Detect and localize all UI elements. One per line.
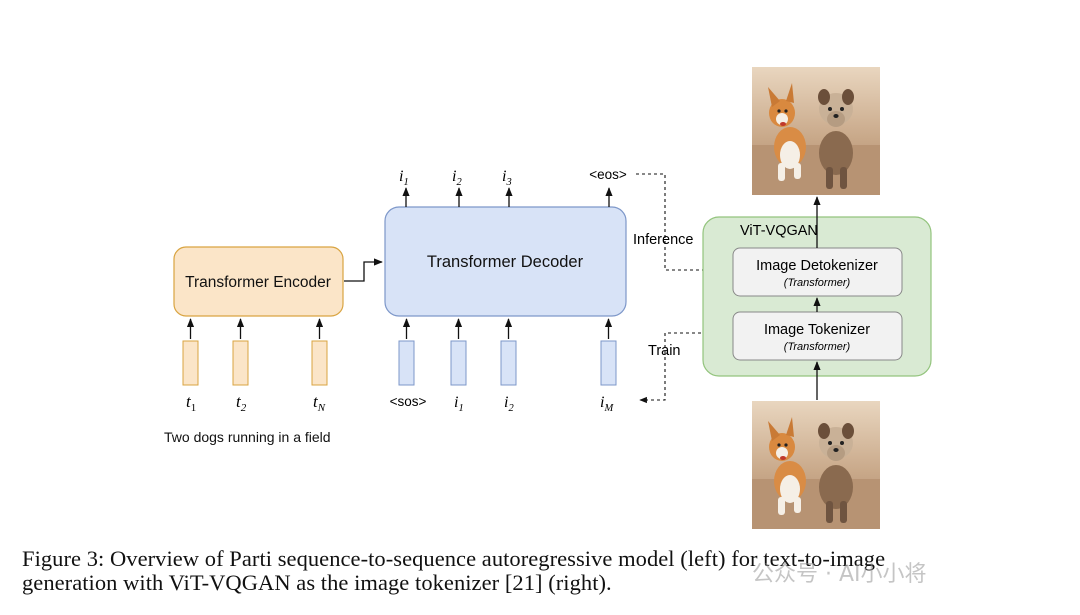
decoder-input-token — [500, 318, 517, 386]
inference-dashed-arrow — [636, 173, 729, 274]
watermark: 公众号 · AI小小将 — [752, 562, 927, 587]
output-label-i3: i3 — [502, 168, 512, 188]
encoder-input-token — [232, 318, 249, 386]
input-label-iM: iM — [600, 394, 614, 414]
input-label-i2: i2 — [504, 394, 514, 414]
eos-label: <eos> — [589, 167, 627, 182]
transformer-encoder-box — [173, 246, 344, 317]
train-dashed-arrow — [639, 332, 731, 404]
output-dog-image — [752, 67, 880, 195]
vit-vqgan-label: ViT-VQGAN — [740, 223, 818, 239]
parti-architecture-diagram: Transformer Encoder t1 t2 tN Two dogs ru… — [164, 67, 932, 529]
token-label-t1: t1 — [186, 392, 196, 414]
sos-label: <sos> — [390, 394, 427, 409]
train-label: Train — [648, 343, 681, 359]
output-label-i2: i2 — [452, 168, 462, 188]
image-detokenizer-sub: (Transformer) — [784, 277, 851, 289]
input-dog-image — [752, 401, 880, 529]
caption-line-1: Figure 3: Overview of Parti sequence-to-… — [22, 546, 886, 571]
decoder-input-token — [450, 318, 467, 386]
decoder-label: Transformer Decoder — [427, 253, 584, 271]
figure-caption: Figure 3: Overview of Parti sequence-to-… — [22, 547, 1062, 595]
encoder-input-token — [182, 318, 199, 386]
text-prompt: Two dogs running in a field — [164, 429, 331, 445]
input-label-i1: i1 — [454, 394, 464, 414]
image-tokenizer-label: Image Tokenizer — [764, 322, 870, 338]
inference-label: Inference — [633, 232, 693, 248]
output-label-i1: i1 — [399, 168, 409, 188]
transformer-decoder-box — [384, 206, 627, 317]
encoder-to-decoder-arrow — [344, 258, 383, 282]
decoder-input-token — [600, 318, 617, 386]
encoder-label: Transformer Encoder — [185, 274, 331, 291]
caption-line-2: generation with ViT-VQGAN as the image t… — [22, 570, 612, 595]
image-tokenizer-sub: (Transformer) — [784, 341, 851, 353]
decoder-input-token — [398, 318, 415, 386]
image-detokenizer-label: Image Detokenizer — [756, 258, 878, 274]
token-label-tN: tN — [313, 392, 326, 414]
encoder-input-token — [311, 318, 328, 386]
token-label-t2: t2 — [236, 392, 247, 414]
